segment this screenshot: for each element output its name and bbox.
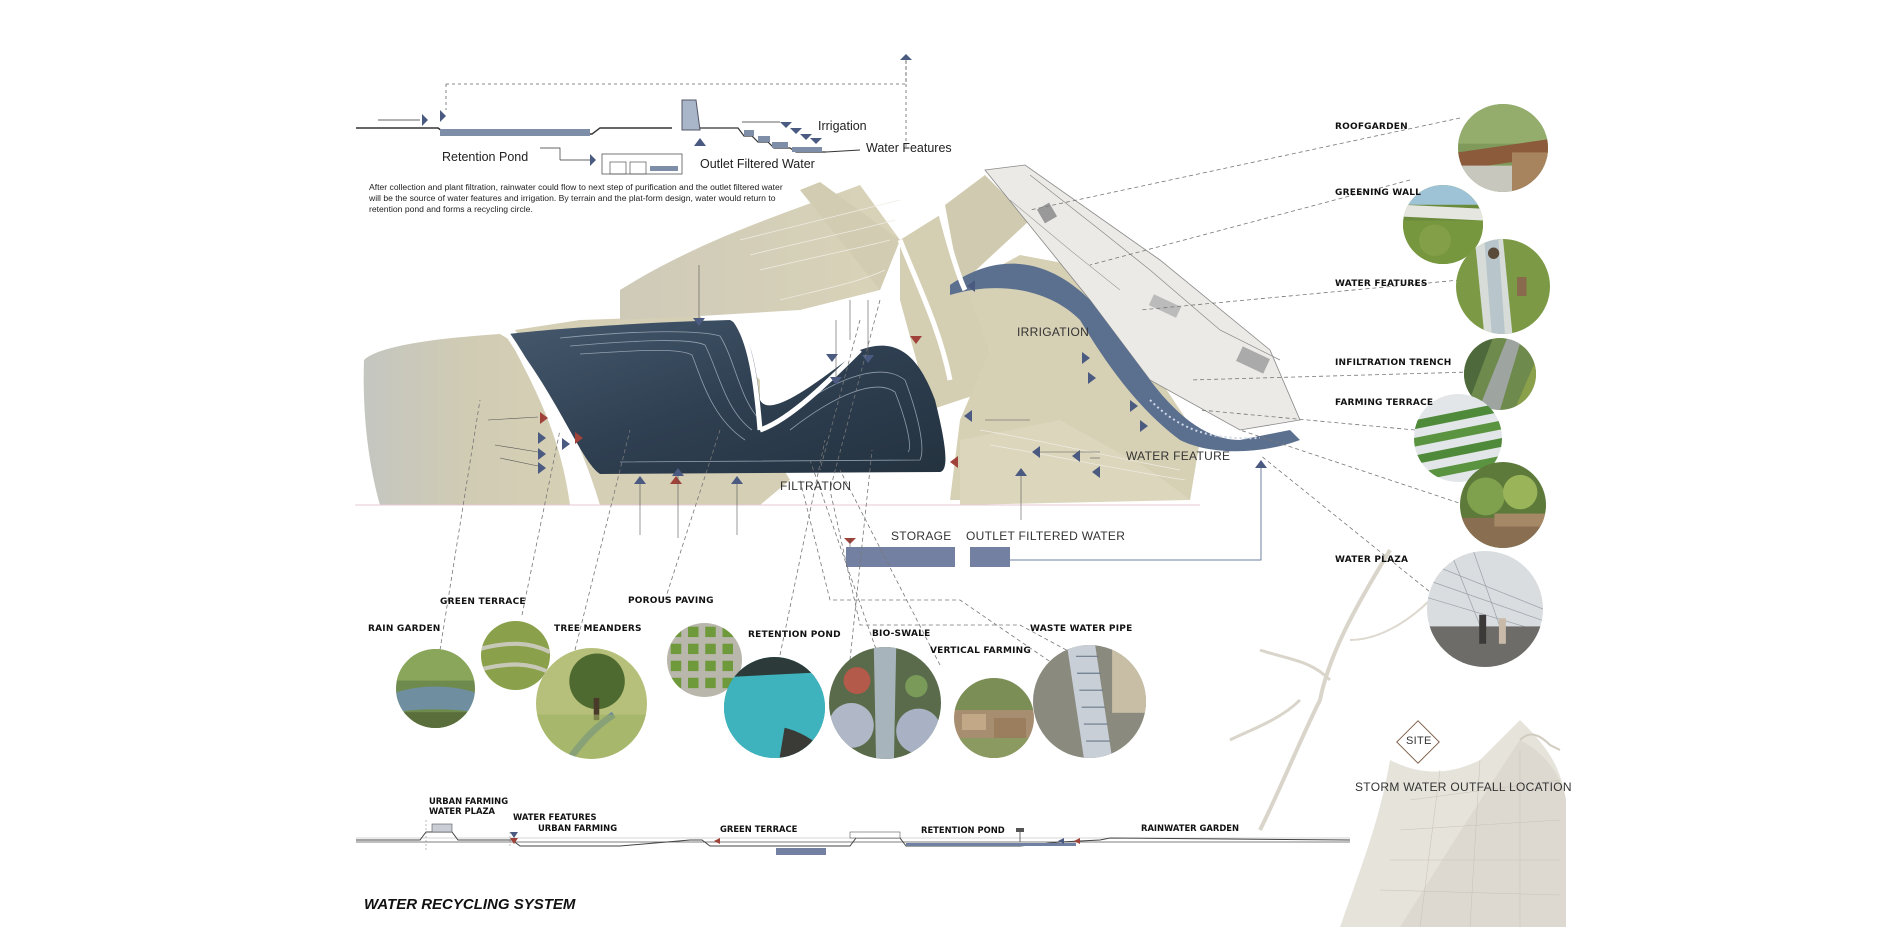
outlet-filtered-water-label: OUTLET FILTERED WATER [966, 529, 1126, 543]
storage-bars [846, 468, 1262, 567]
map-site-label: SITE [1406, 735, 1432, 747]
section-urban-farming: URBAN FARMING [538, 823, 618, 833]
section-water-features: WATER FEATURES [513, 812, 597, 822]
caption-porous-paving: POROUS PAVING [628, 596, 714, 606]
location-map [1229, 548, 1566, 927]
photo-rain-garden [396, 649, 475, 728]
photo-tree-meanders [536, 648, 647, 759]
leader-lines-right [1029, 117, 1471, 601]
map-storm-water-label: STORM WATER OUTFALL LOCATION [1355, 780, 1572, 794]
caption-roofgarden: ROOFGARDEN [1335, 122, 1408, 132]
photo-bio-swale [829, 647, 941, 759]
bottom-section-diagram [356, 820, 1351, 855]
description-text: After collection and plant filtration, r… [369, 182, 783, 214]
caption-green-terrace: GREEN TERRACE [440, 597, 526, 607]
plan-filtration-label: FILTRATION [780, 479, 852, 493]
plan-irrigation-label: IRRIGATION [1017, 325, 1090, 339]
caption-rain-garden: RAIN GARDEN [368, 624, 441, 634]
storage-label: STORAGE [891, 529, 952, 543]
caption-waste-water-pipe: WASTE WATER PIPE [1030, 624, 1133, 634]
caption-tree-meanders: TREE MEANDERS [554, 624, 642, 634]
plan-arrows [538, 280, 1267, 484]
top-section-arrows [422, 54, 912, 166]
caption-greening-wall: GREENING WALL [1335, 188, 1422, 198]
caption-infiltration-trench: INFILTRATION TRENCH [1335, 358, 1452, 368]
top-irrigation-label: Irrigation [818, 119, 867, 133]
section-green-terrace: GREEN TERRACE [720, 824, 798, 834]
site-plan [355, 164, 1301, 506]
photo-water-features [1456, 239, 1550, 334]
section-urban-farming-water-plaza: URBAN FARMING WATER PLAZA [429, 796, 509, 816]
top-section-diagram [356, 60, 907, 175]
caption-farming-terrace: FARMING TERRACE [1335, 398, 1434, 408]
caption-vertical-farming: VERTICAL FARMING [930, 646, 1032, 656]
caption-water-plaza: WATER PLAZA [1335, 555, 1409, 565]
photo-water-plaza-garden [1460, 462, 1546, 548]
leader-lines-bottom [439, 299, 1086, 676]
photo-roofgarden [1458, 104, 1548, 192]
photo-retention-pond [724, 657, 825, 758]
section-rainwater-garden: RAINWATER GARDEN [1141, 823, 1240, 833]
caption-retention-pond: RETENTION POND [748, 630, 841, 640]
top-water-features-label: Water Features [866, 141, 952, 155]
photo-waste-water-pipe [1033, 645, 1146, 758]
photo-green-terrace [481, 621, 550, 690]
top-outlet-filtered-water-label: Outlet Filtered Water [700, 157, 815, 171]
caption-bio-swale: BIO-SWALE [872, 629, 931, 639]
photo-vertical-farming [954, 678, 1034, 758]
plan-water-feature-label: WATER FEATURE [1126, 449, 1231, 463]
page-title: WATER RECYCLING SYSTEM [364, 896, 576, 913]
photo-water-plaza [1427, 551, 1543, 667]
caption-water-features: WATER FEATURES [1335, 279, 1428, 289]
top-retention-pond-label: Retention Pond [442, 150, 529, 164]
section-retention-pond: RETENTION POND [921, 825, 1005, 835]
photo-infiltration-trench [1464, 338, 1536, 410]
